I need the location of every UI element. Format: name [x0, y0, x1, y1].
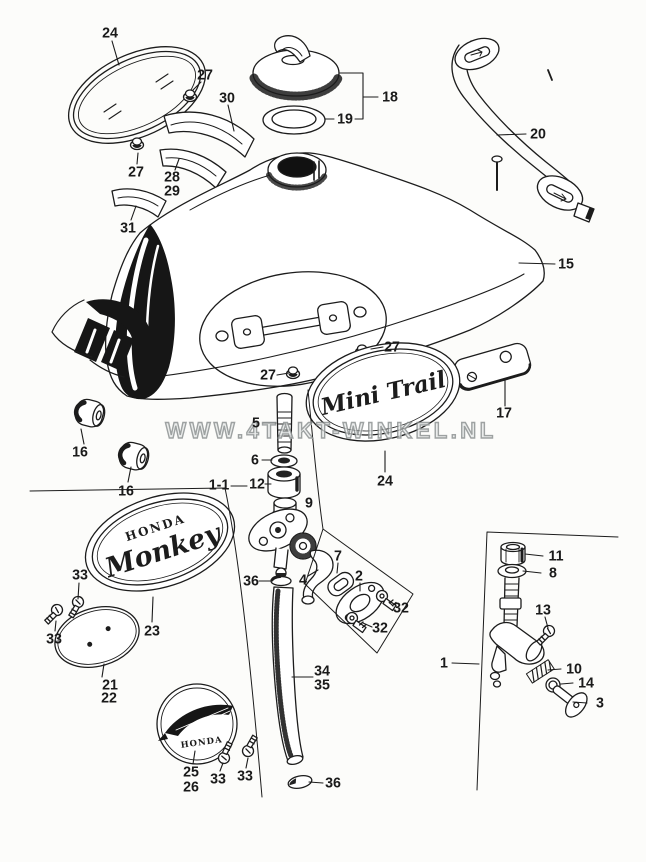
part-callout-11: 11	[548, 547, 564, 565]
part-callout-9: 9	[305, 494, 313, 512]
part-callout-23: 23	[144, 622, 160, 640]
rubber-cushion-16	[73, 398, 106, 428]
part-callout-10: 10	[566, 660, 582, 678]
part-callout-6: 6	[251, 451, 259, 469]
part-callout-17: 17	[496, 404, 512, 422]
part-callout-33: 33	[237, 767, 253, 785]
part-callout-18: 18	[382, 88, 398, 106]
part-callout-8: 8	[549, 564, 557, 582]
part-callout-19: 19	[337, 110, 353, 128]
tick-mark	[547, 69, 553, 81]
part-callout-28: 28	[164, 168, 180, 186]
part-callout-4: 4	[299, 571, 307, 589]
part-callout-24: 24	[377, 472, 393, 490]
part-callout-27: 27	[260, 366, 276, 384]
part-callout-32: 32	[393, 599, 409, 617]
part-callout-33: 33	[210, 770, 226, 788]
cap-gasket	[262, 105, 326, 135]
screw-33	[240, 732, 259, 759]
part-callout-36: 36	[325, 774, 341, 792]
part-callout-14: 14	[578, 674, 594, 692]
fuel-cock-assembly	[248, 392, 385, 790]
fuel-cock-right-assembly	[489, 541, 588, 718]
part-callout-25: 25	[183, 763, 199, 781]
part-callout-2: 2	[355, 567, 363, 585]
part-callout-32: 32	[372, 619, 388, 637]
emblem-plate-21-22	[54, 606, 140, 668]
part-callout-16: 16	[72, 443, 88, 461]
part-callout-33: 33	[46, 630, 62, 648]
part-callout-29: 29	[164, 182, 180, 200]
monkey-emblem: HONDA Monkey	[84, 492, 236, 592]
part-callout-31: 31	[120, 219, 136, 237]
screw-13	[535, 622, 558, 649]
part-callout-5: 5	[252, 414, 260, 432]
rubber-strip-31	[111, 188, 167, 218]
cushion-rubber-17	[453, 342, 532, 391]
bolt-27	[129, 137, 145, 151]
screw-33	[43, 601, 66, 628]
part-callout-1-1: 1-1	[208, 476, 230, 494]
rubber-strip-30	[163, 111, 255, 158]
leader-lines	[54, 40, 588, 784]
part-callout-34: 34	[314, 662, 330, 680]
part-callout-21: 21	[102, 676, 118, 694]
part-callout-35: 35	[314, 676, 330, 694]
gasket-highlight-ticks	[103, 73, 174, 120]
part-callout-27: 27	[128, 163, 144, 181]
part-callout-36: 36	[243, 572, 259, 590]
honda-wing-emblem: HONDA	[156, 683, 238, 765]
rubber-strip-28-29	[159, 148, 227, 189]
tank-setting-band	[451, 37, 595, 223]
part-callout-30: 30	[219, 89, 235, 107]
part-callout-1: 1	[440, 654, 448, 672]
part-callout-27: 27	[197, 66, 213, 84]
part-callout-33: 33	[72, 566, 88, 584]
part-callout-20: 20	[530, 125, 546, 143]
part-callout-24: 24	[102, 24, 118, 42]
rubber-cushion-16	[117, 441, 150, 471]
group-border-lines	[29, 389, 619, 798]
emblem-gasket	[67, 46, 207, 144]
part-callout-12: 12	[249, 475, 265, 493]
fuel-tank-body	[51, 152, 545, 400]
part-callout-13: 13	[535, 601, 551, 619]
part-callout-7: 7	[334, 547, 342, 565]
part-callout-22: 22	[101, 689, 117, 707]
part-callout-16: 16	[118, 482, 134, 500]
bolt-27	[182, 89, 198, 103]
part-callout-26: 26	[183, 778, 199, 796]
part-callout-3: 3	[596, 694, 604, 712]
part-callout-15: 15	[558, 255, 574, 273]
fuel-cap	[249, 35, 343, 101]
minitrail-emblem: Mini Trail	[305, 342, 461, 442]
part-callout-27: 27	[384, 338, 400, 356]
